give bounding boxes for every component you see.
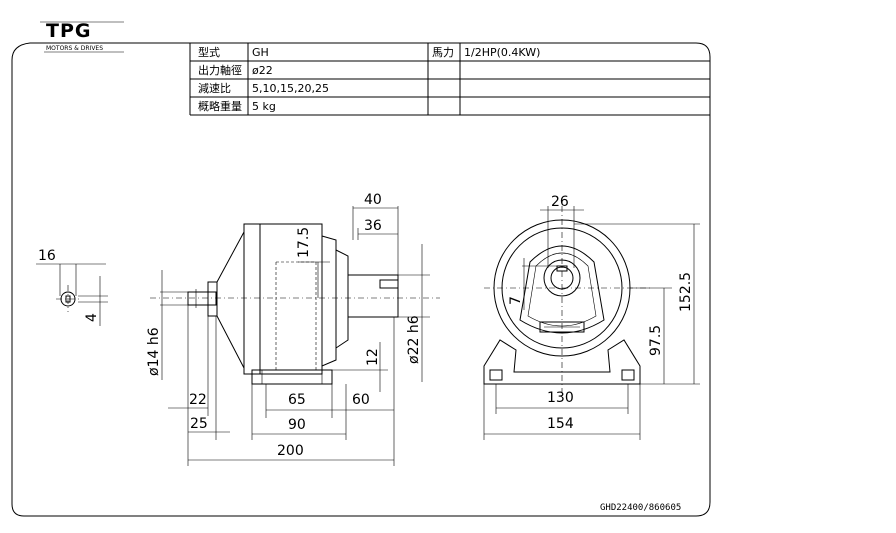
side-view: 40 36 17.5 ø22 h6 12 ø14 h6 22 xyxy=(146,192,440,466)
dim-90: 90 xyxy=(288,417,306,433)
front-view: 26 7 152.5 97.5 130 154 xyxy=(483,194,700,440)
spec-label-shaft: 出力軸徑 xyxy=(198,63,242,77)
dim-key-width: 16 xyxy=(38,248,56,264)
dim-97-5: 97.5 xyxy=(648,325,664,356)
spec-value-power: 1/2HP(0.4KW) xyxy=(464,46,540,59)
dim-17-5: 17.5 xyxy=(296,227,312,258)
dim-130: 130 xyxy=(547,390,574,406)
spec-label-power: 馬力 xyxy=(432,46,454,59)
dim-22: 22 xyxy=(189,392,207,408)
dim-25: 25 xyxy=(190,416,208,432)
spec-table: 型式 GH 馬力 1/2HP(0.4KW) 出力軸徑 ø22 減速比 5,10,… xyxy=(189,43,710,116)
logo-tagline: MOTORS & DRIVES xyxy=(46,45,103,52)
dim-12: 12 xyxy=(365,348,381,366)
dim-40: 40 xyxy=(364,192,382,208)
spec-label-ratio: 減速比 xyxy=(198,81,231,95)
drawing-code: GHD22400/860605 xyxy=(600,503,681,513)
spec-label-weight: 概略重量 xyxy=(198,99,242,113)
dim-key-depth: 4 xyxy=(84,313,100,322)
key-section-view: 16 4 xyxy=(36,248,108,326)
dim-7: 7 xyxy=(508,296,524,305)
spec-label-model: 型式 xyxy=(198,45,220,59)
spec-value-weight: 5 kg xyxy=(252,100,276,113)
spec-value-model: GH xyxy=(252,46,269,59)
dim-60: 60 xyxy=(352,392,370,408)
dim-output-shaft: ø22 h6 xyxy=(406,315,422,364)
dim-input-shaft: ø14 h6 xyxy=(146,327,162,376)
dim-152-5: 152.5 xyxy=(678,272,694,312)
spec-value-ratio: 5,10,15,20,25 xyxy=(252,82,329,95)
drawing-frame xyxy=(11,42,711,517)
dim-65: 65 xyxy=(288,392,306,408)
dim-26: 26 xyxy=(551,194,569,210)
dim-154: 154 xyxy=(547,416,574,432)
spec-value-shaft: ø22 xyxy=(252,64,273,77)
dim-36: 36 xyxy=(364,218,382,234)
tpg-logo: TPG MOTORS & DRIVES xyxy=(40,20,124,53)
logo-mark: TPG xyxy=(46,20,91,42)
dim-200: 200 xyxy=(277,443,304,459)
